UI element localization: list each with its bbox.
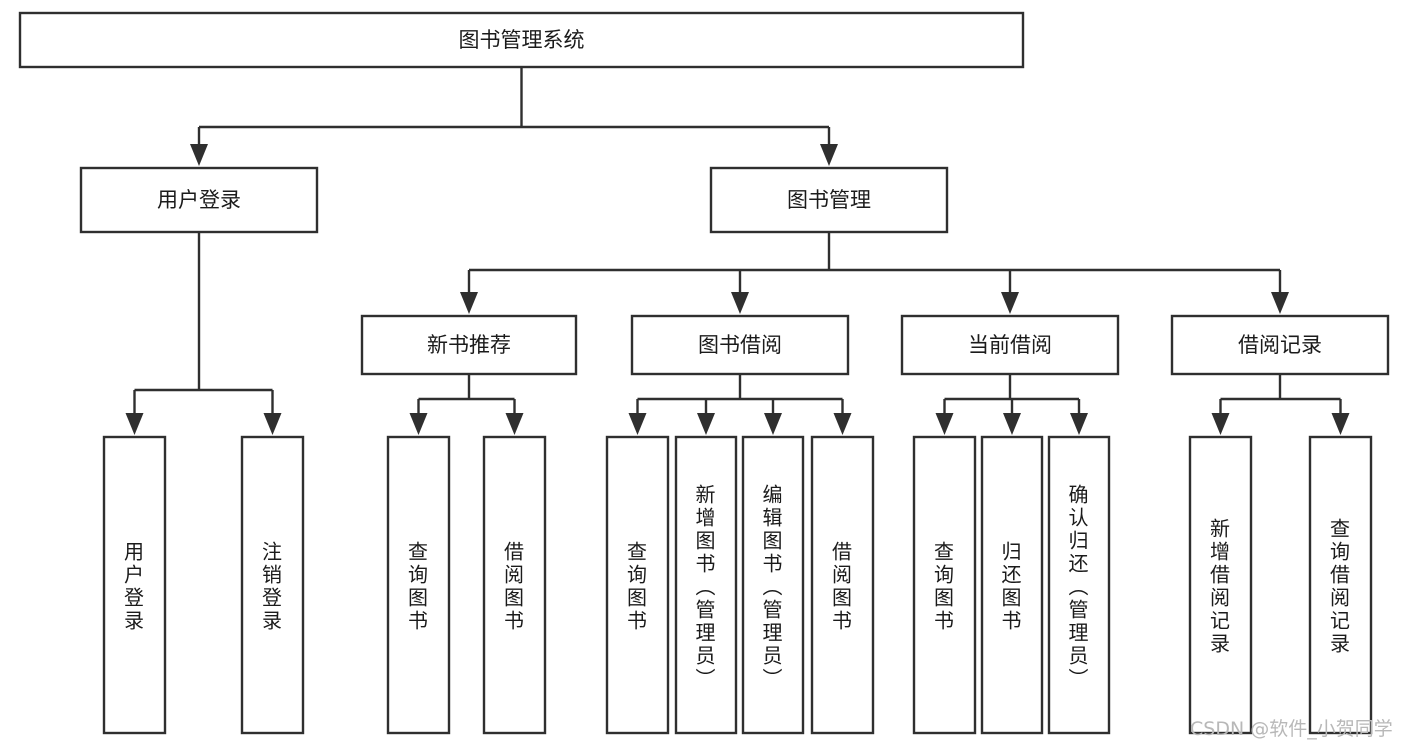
node-root-system[interactable] bbox=[18, 11, 1025, 69]
node-leaf-query-book-current[interactable] bbox=[912, 435, 977, 735]
node-leaf-query-record[interactable] bbox=[1308, 435, 1373, 735]
node-leaf-add-book[interactable] bbox=[674, 435, 738, 735]
arrow-head-icon bbox=[1271, 292, 1289, 314]
node-new-book-recommend-label: 新书推荐 bbox=[427, 333, 511, 357]
arrow-head-icon bbox=[190, 144, 208, 166]
node-leaf-confirm-return[interactable] bbox=[1047, 435, 1111, 735]
watermark-text: CSDN @软件_小贺同学 bbox=[1190, 718, 1393, 740]
arrow-head-icon bbox=[820, 144, 838, 166]
node-current-borrow[interactable] bbox=[900, 314, 1120, 376]
node-leaf-logout[interactable] bbox=[240, 435, 305, 735]
node-user-login[interactable] bbox=[79, 166, 319, 234]
arrow-head-icon bbox=[697, 413, 715, 435]
node-leaf-return-book[interactable] bbox=[980, 435, 1044, 735]
node-leaf-user-login[interactable] bbox=[102, 435, 167, 735]
connector-layer bbox=[125, 67, 1350, 435]
arrow-head-icon bbox=[1331, 413, 1350, 435]
arrow-head-icon bbox=[409, 413, 428, 435]
node-leaf-add-record[interactable] bbox=[1188, 435, 1253, 735]
node-leaf-query-book-borrow[interactable] bbox=[605, 435, 670, 735]
arrow-head-icon bbox=[263, 413, 282, 435]
node-leaf-borrow-book[interactable] bbox=[810, 435, 875, 735]
arrow-head-icon bbox=[764, 413, 782, 435]
node-user-login-label: 用户登录 bbox=[157, 188, 241, 212]
node-book-borrow-label: 图书借阅 bbox=[698, 333, 782, 357]
node-current-borrow-label: 当前借阅 bbox=[968, 333, 1052, 357]
node-root-system-label: 图书管理系统 bbox=[459, 28, 585, 52]
arrow-head-icon bbox=[1070, 413, 1088, 435]
node-leaf-edit-book[interactable] bbox=[741, 435, 805, 735]
arrow-head-icon bbox=[1211, 413, 1230, 435]
node-borrow-record[interactable] bbox=[1170, 314, 1390, 376]
arrow-head-icon bbox=[505, 413, 524, 435]
arrow-head-icon bbox=[935, 413, 954, 435]
node-new-book-recommend[interactable] bbox=[360, 314, 578, 376]
node-leaf-borrow-book-rec[interactable] bbox=[482, 435, 547, 735]
arrow-head-icon bbox=[1001, 292, 1019, 314]
arrow-head-icon bbox=[628, 413, 647, 435]
arrow-head-icon bbox=[731, 292, 749, 314]
node-book-borrow[interactable] bbox=[630, 314, 850, 376]
node-book-management-label: 图书管理 bbox=[787, 188, 871, 212]
arrow-head-icon bbox=[1003, 413, 1021, 435]
arrow-head-icon bbox=[460, 292, 478, 314]
arrow-head-icon bbox=[125, 413, 144, 435]
arrow-head-icon bbox=[833, 413, 852, 435]
node-box-layer bbox=[18, 11, 1390, 735]
node-leaf-query-book-rec[interactable] bbox=[386, 435, 451, 735]
node-borrow-record-label: 借阅记录 bbox=[1238, 333, 1322, 357]
node-book-management[interactable] bbox=[709, 166, 949, 234]
